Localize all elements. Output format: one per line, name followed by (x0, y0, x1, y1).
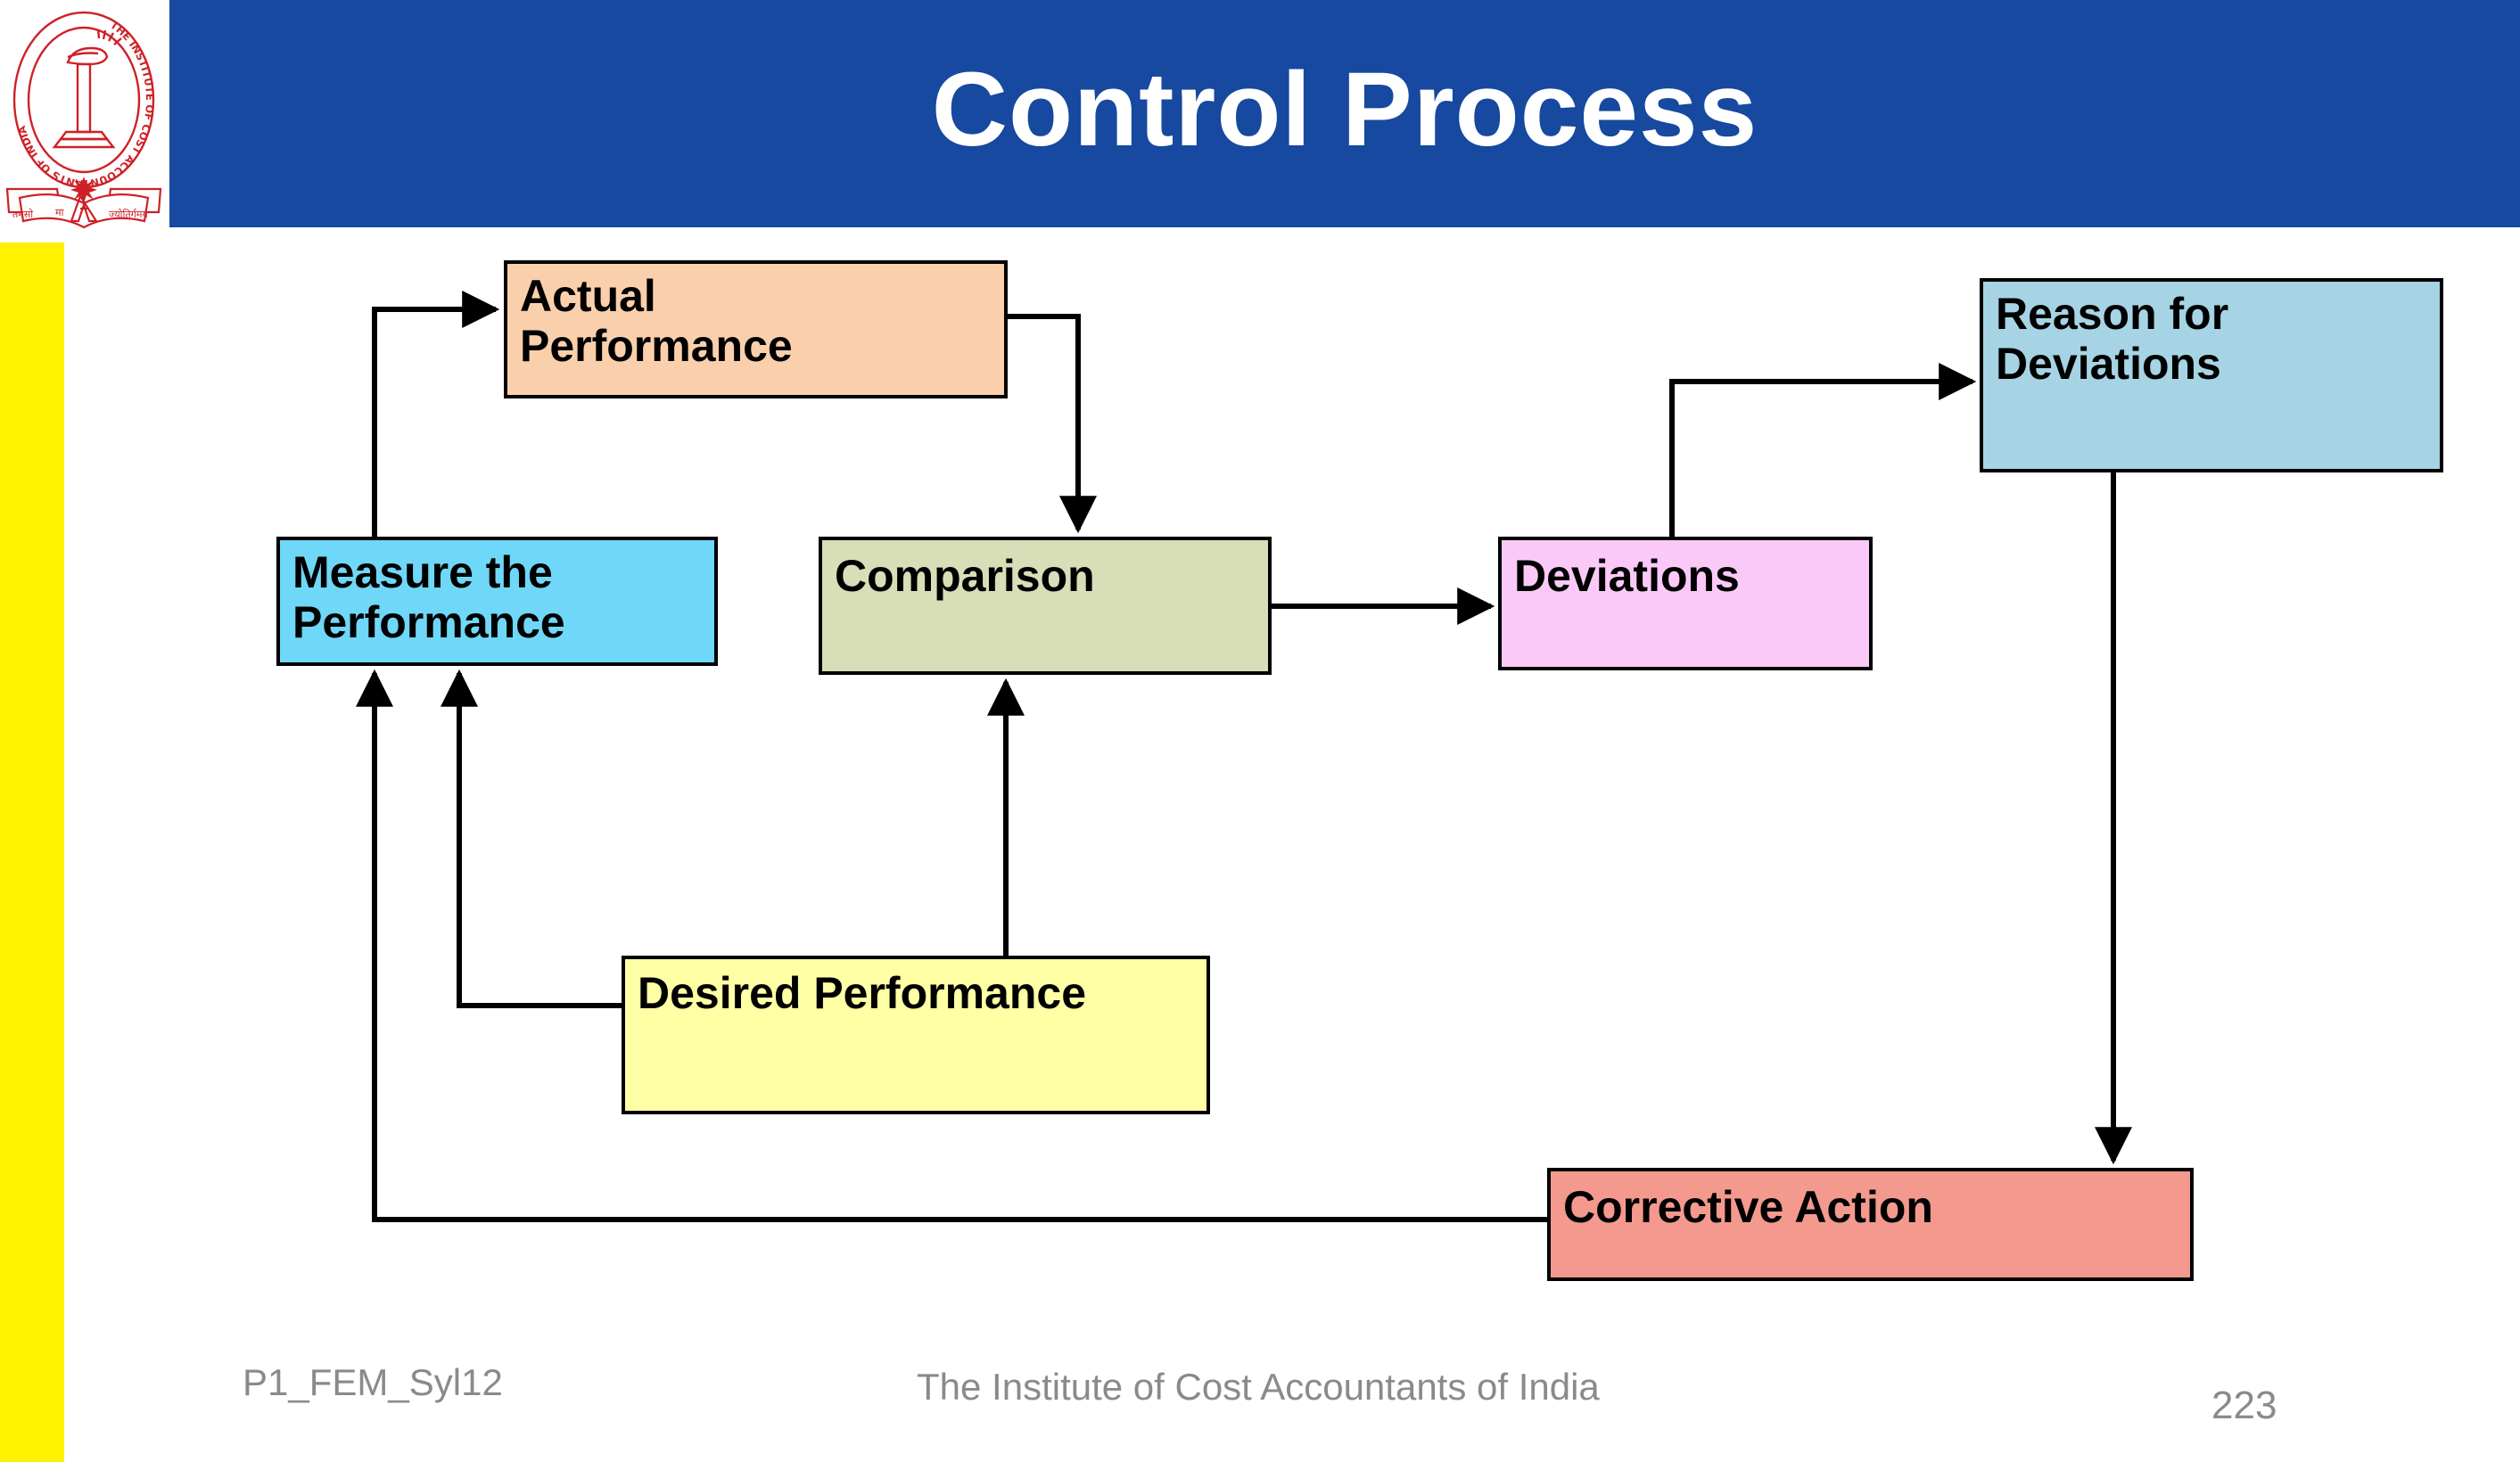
flow-node-label: Actual Performance (520, 271, 793, 371)
flow-node-measure-the-performance[interactable]: Measure the Performance (276, 537, 718, 666)
page-title: Control Process (931, 51, 1758, 168)
svg-text:THE INSTITUTE OF COST ACCOUNTA: THE INSTITUTE OF COST ACCOUNTANTS OF IND… (15, 19, 156, 190)
flow-node-label: Corrective Action (1563, 1182, 1933, 1232)
flow-node-label: Deviations (1514, 551, 1740, 601)
svg-text:ज्योतिर्गमय: ज्योतिर्गमय (109, 209, 148, 220)
left-accent-bar (0, 242, 64, 1462)
institute-logo-icon: तमसो मा ज्योतिर्गमय THE INSTITUTE OF COS… (4, 2, 164, 235)
title-banner (169, 0, 2520, 227)
flow-node-desired-performance[interactable]: Desired Performance (622, 956, 1210, 1114)
flow-node-label: Measure the Performance (292, 547, 565, 647)
flow-node-corrective-action[interactable]: Corrective Action (1547, 1168, 2194, 1281)
flow-node-actual-performance[interactable]: Actual Performance (504, 260, 1008, 398)
flow-node-comparison[interactable]: Comparison (819, 537, 1272, 675)
flow-node-reason-for-deviations[interactable]: Reason for Deviations (1980, 278, 2443, 472)
flow-node-label: Comparison (835, 551, 1095, 601)
svg-text:तमसो: तमसो (12, 209, 33, 220)
flow-node-label: Desired Performance (638, 968, 1087, 1018)
flow-node-label: Reason for Deviations (1996, 289, 2229, 389)
svg-text:मा: मा (55, 207, 64, 218)
flow-node-deviations[interactable]: Deviations (1498, 537, 1873, 670)
footer-page-number: 223 (2211, 1384, 2277, 1427)
footer-course-code: P1_FEM_Syl12 (243, 1361, 503, 1403)
footer-organization: The Institute of Cost Accountants of Ind… (917, 1366, 1600, 1408)
